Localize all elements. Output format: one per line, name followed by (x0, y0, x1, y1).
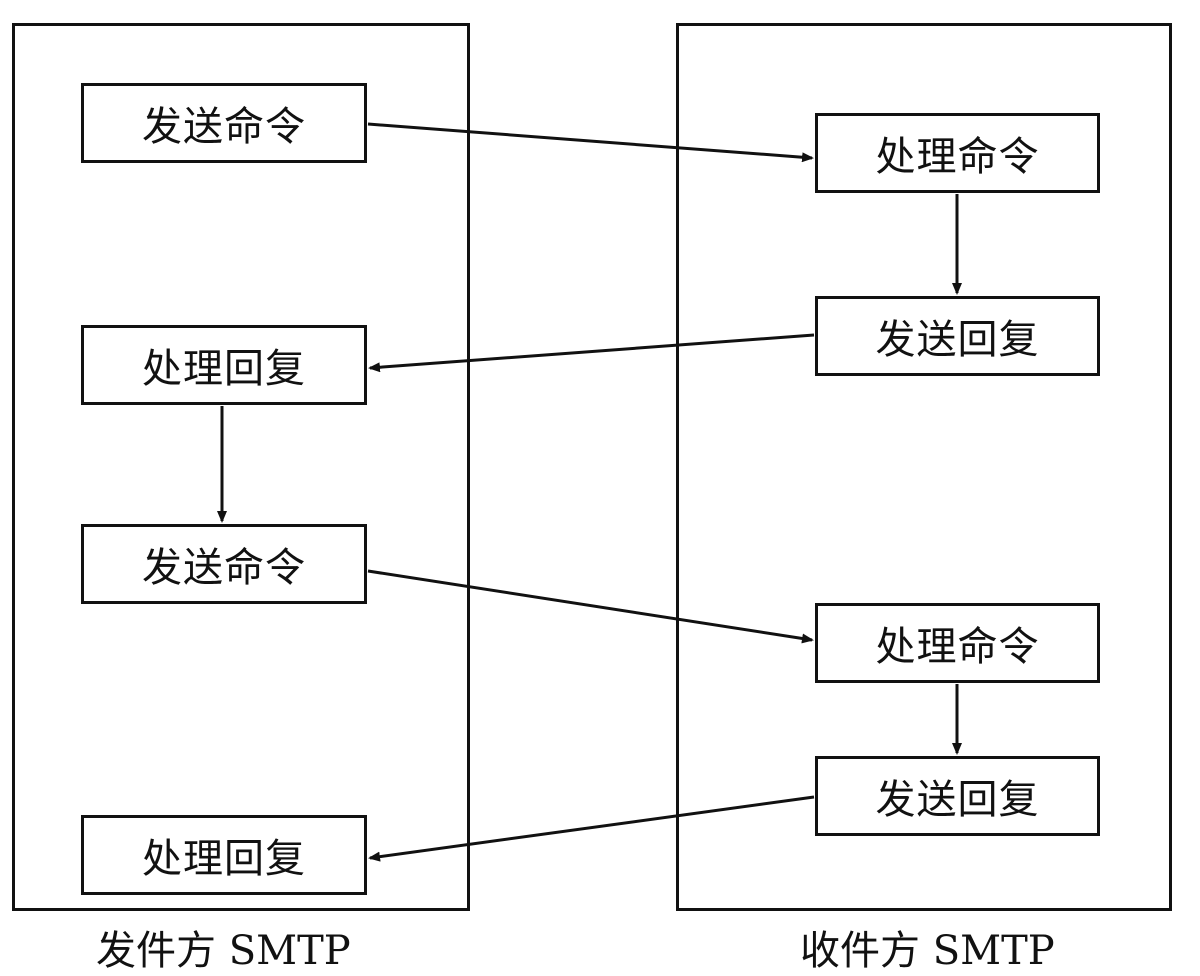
receiver-step-1: 处理命令 (815, 113, 1100, 193)
receiver-step-2: 发送回复 (815, 296, 1100, 376)
sender-step-3: 发送命令 (81, 524, 367, 604)
arrow-send-reply-2 (368, 795, 815, 862)
receiver-smtp-caption: 收件方 SMTP (800, 928, 1055, 974)
arrow-send-command-1 (367, 122, 814, 163)
sender-step-2: 处理回复 (81, 325, 367, 405)
sender-smtp-caption: 发件方 SMTP (96, 928, 351, 974)
sender-step-1: 发送命令 (81, 83, 367, 163)
sender-step-4: 处理回复 (81, 815, 367, 895)
arrow-send-reply-1 (368, 333, 815, 373)
arrow-send-command-2 (367, 569, 814, 644)
receiver-smtp-panel (676, 23, 1172, 911)
sender-smtp-panel (12, 23, 470, 911)
receiver-step-4: 发送回复 (815, 756, 1100, 836)
receiver-step-3: 处理命令 (815, 603, 1100, 683)
